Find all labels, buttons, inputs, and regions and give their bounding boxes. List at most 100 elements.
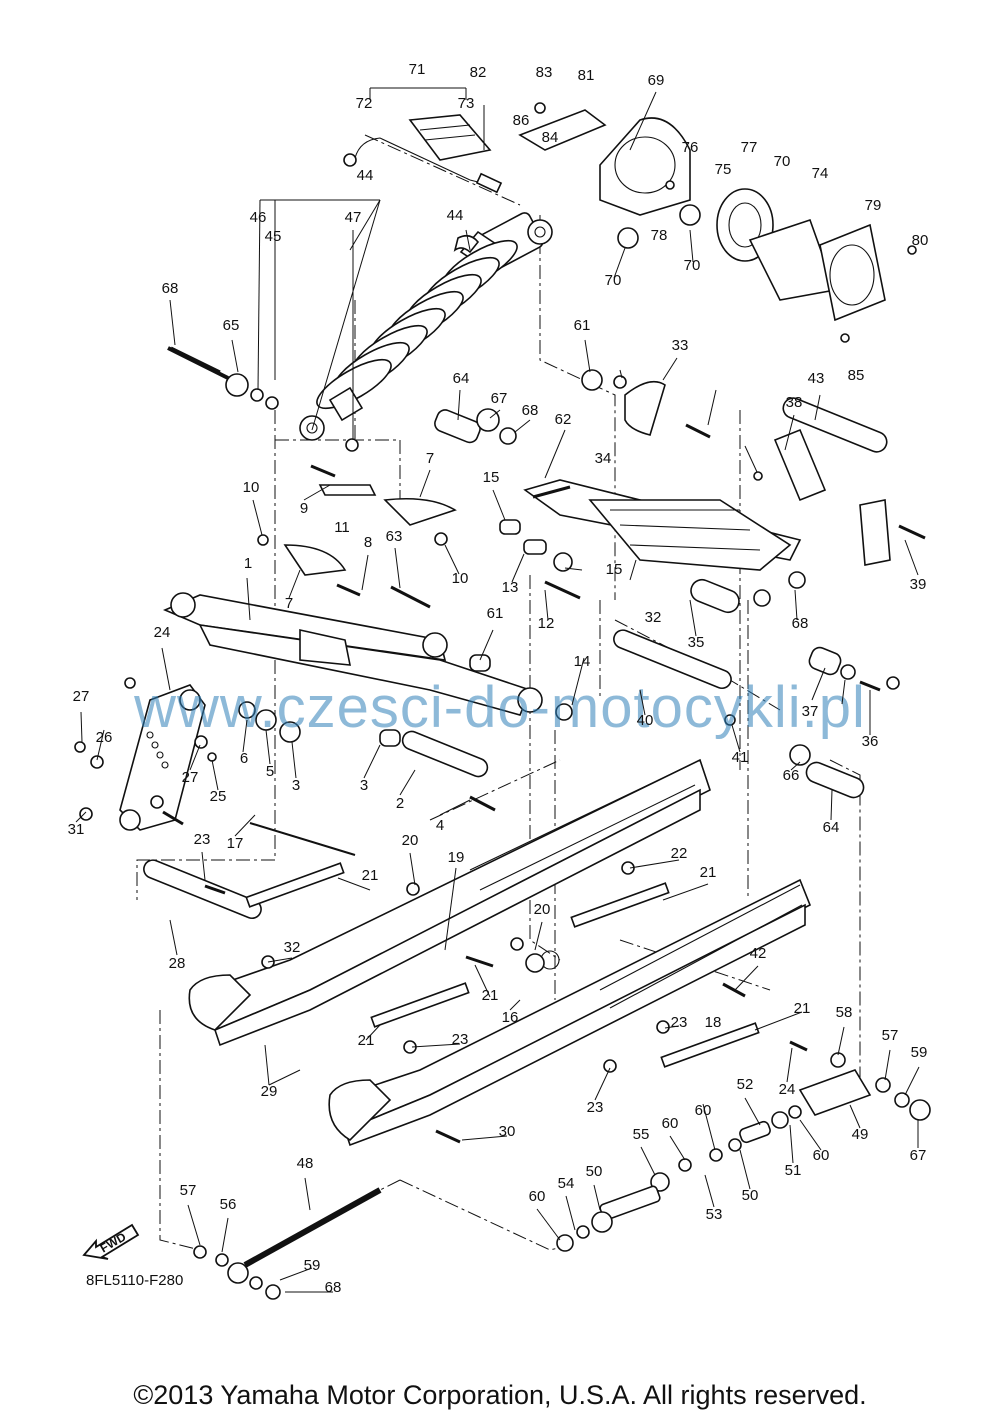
- callout-label: 11: [334, 519, 350, 536]
- callout-label: 24: [779, 1081, 796, 1098]
- callout-label: 67: [910, 1147, 927, 1164]
- fasteners: [74, 346, 926, 1144]
- leader-line: [461, 1135, 508, 1141]
- callout-label: 80: [912, 232, 929, 249]
- callout-label: 64: [453, 370, 470, 387]
- copyright-notice: ©2013 Yamaha Motor Corporation, U.S.A. A…: [133, 1380, 867, 1410]
- leader-line: [169, 919, 178, 956]
- leader-line: [444, 544, 460, 575]
- leader-line: [189, 744, 201, 771]
- leader-line: [739, 1149, 751, 1190]
- leader-line: [419, 469, 431, 498]
- leader-line: [257, 199, 261, 391]
- leader-line: [242, 719, 248, 753]
- leader-line: [754, 1011, 803, 1031]
- callout-label: 74: [812, 165, 829, 182]
- front-bushings: [143, 629, 865, 920]
- leader-line: [784, 414, 795, 451]
- callout-label: 32: [645, 609, 662, 626]
- callout-label: 51: [785, 1162, 802, 1179]
- leader-line: [790, 761, 801, 771]
- leader-line: [669, 1135, 686, 1161]
- leader-line: [80, 711, 83, 743]
- leader-line: [465, 229, 471, 251]
- callout-label: 29: [261, 1083, 278, 1100]
- callout-label: 69: [648, 72, 665, 89]
- callout-label: 20: [402, 832, 419, 849]
- callout-label: 76: [682, 139, 699, 156]
- leader-line: [744, 1097, 761, 1126]
- leader-line: [457, 389, 461, 421]
- leader-line: [619, 369, 623, 379]
- callout-label: 23: [194, 831, 211, 848]
- leader-line: [234, 814, 256, 837]
- leader-line: [279, 1267, 313, 1281]
- leader-line: [664, 1025, 680, 1029]
- leader-line: [288, 569, 301, 599]
- callout-label: 57: [180, 1182, 197, 1199]
- upper-bushings: [167, 346, 888, 502]
- callout-label: 31: [68, 821, 85, 838]
- leader-line: [444, 867, 457, 951]
- callout-label: 22: [671, 845, 688, 862]
- leader-line: [337, 877, 371, 891]
- callout-label: 71: [409, 61, 426, 78]
- callout-label: 60: [695, 1102, 712, 1119]
- callout-label: 49: [852, 1126, 869, 1143]
- leader-line: [707, 389, 717, 426]
- leader-line: [594, 1067, 611, 1101]
- leader-line: [361, 554, 369, 591]
- callout-label: 37: [802, 703, 819, 720]
- callout-label: 60: [813, 1147, 830, 1164]
- leader-line: [584, 339, 591, 373]
- callout-label: 19: [448, 849, 465, 866]
- slide-rails: [188, 758, 812, 1147]
- rear-tension-assembly: [193, 1052, 931, 1300]
- callout-label: 56: [220, 1196, 237, 1213]
- leader-line: [536, 1208, 561, 1241]
- callout-label: 54: [558, 1175, 575, 1192]
- callout-label: 68: [522, 402, 539, 419]
- leader-line: [534, 921, 543, 951]
- leader-line: [689, 229, 694, 263]
- leader-line: [564, 567, 583, 571]
- leader-line: [689, 599, 697, 637]
- callout-label: 28: [169, 955, 186, 972]
- callout-label: 68: [792, 615, 809, 632]
- leader-line: [267, 957, 293, 963]
- leader-line: [799, 1119, 822, 1151]
- callout-label: 87: [0, 0, 8, 4]
- callout-label: 23: [452, 1031, 469, 1048]
- callout-label: 33: [672, 337, 689, 354]
- leader-line: [544, 589, 549, 621]
- callout-label: 21: [700, 864, 717, 881]
- leader-line: [629, 559, 637, 581]
- callout-label: 70: [684, 257, 701, 274]
- leader-line: [365, 1024, 381, 1041]
- callout-label: 5: [266, 763, 274, 780]
- leader-line: [789, 1124, 794, 1164]
- front-link: [119, 684, 206, 831]
- callout-label: 64: [823, 819, 840, 836]
- fwd-arrow: FWD: [82, 1223, 140, 1260]
- callout-label: 14: [574, 653, 591, 670]
- watermark: www.czesci-do-motocykli.pl: [133, 675, 866, 740]
- leader-line: [565, 1195, 576, 1231]
- callout-label: 70: [605, 272, 622, 289]
- callout-label: 75: [715, 161, 732, 178]
- leader-line: [904, 539, 919, 576]
- rear-arm: [499, 479, 891, 614]
- leader-line: [246, 577, 251, 621]
- coil-spring: [316, 239, 518, 410]
- leader-line: [509, 999, 521, 1011]
- leader-line: [593, 1184, 601, 1211]
- leader-line: [814, 394, 821, 421]
- callout-label: 3: [292, 777, 300, 794]
- callout-label: 55: [633, 1126, 650, 1143]
- leader-lines: [75, 87, 920, 1293]
- leader-line: [349, 199, 381, 251]
- callout-label: 10: [243, 479, 260, 496]
- callout-label: 42: [750, 945, 767, 962]
- callout-label: 21: [362, 867, 379, 884]
